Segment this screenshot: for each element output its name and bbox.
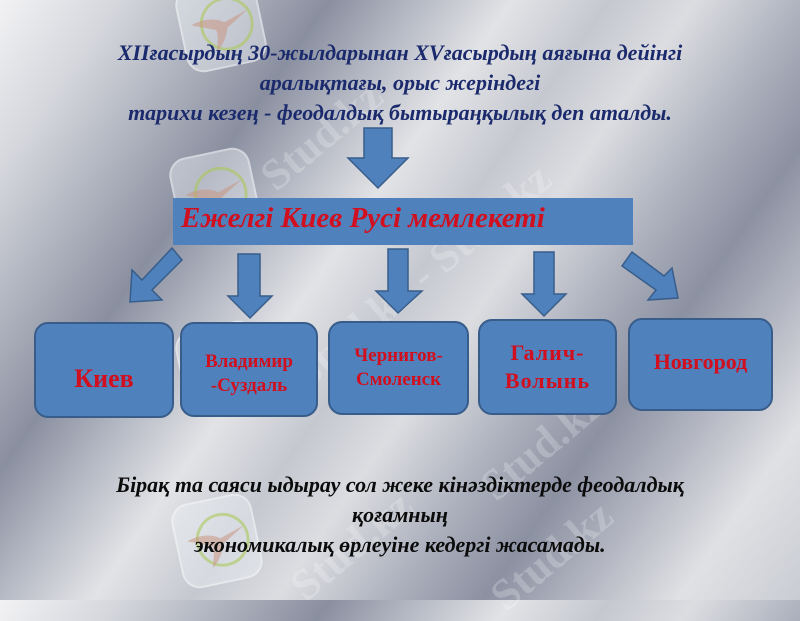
principality-label: Галич- — [510, 340, 585, 365]
slide-heading: XIIғасырдың 30-жылдарынан XVғасырдың аяғ… — [20, 38, 780, 128]
principality-label: Киев — [74, 364, 134, 393]
slide-conclusion: Бірақ та саяси ыдырау сол жеке кінәздікт… — [20, 470, 780, 560]
footer-line: экономикалық өрлеуіне кедергі жасамады. — [194, 532, 606, 557]
principality-label: Чернигов- — [354, 345, 443, 366]
principality-novgorod: Новгород — [628, 318, 773, 411]
principality-label: Волынь — [504, 368, 591, 393]
heading-line: XIIғасырдың 30-жылдарынан XVғасырдың аяғ… — [117, 40, 683, 65]
arrow-down-icon — [520, 251, 568, 321]
heading-line: тарихи кезең - феодалдық бытыраңқылық де… — [128, 100, 672, 125]
principality-label: -Суздаль — [210, 374, 288, 396]
arrow-down-icon — [374, 248, 424, 318]
principality-chernigov-smolensk: Чернигов- Смоленск — [328, 321, 469, 415]
footer-line: қоғамның — [351, 502, 449, 527]
arrow-down-left-icon — [128, 246, 184, 309]
principality-label: Новгород — [653, 348, 748, 374]
heading-line: аралықтағы, орыс жеріндегі — [259, 70, 541, 95]
banner-label: Ежелгі Киев Русі мемлекеті — [181, 202, 545, 234]
kievan-rus-banner: Ежелгі Киев Русі мемлекеті — [173, 198, 633, 245]
principality-vladimir-suzdal: Владимир -Суздаль — [180, 322, 318, 417]
principality-label: Смоленск — [355, 369, 442, 390]
principality-galich-volyn: Галич- Волынь — [478, 319, 617, 415]
arrow-down-icon — [346, 127, 410, 195]
principality-kiev: Киев — [34, 322, 174, 418]
footer-line: Бірақ та саяси ыдырау сол жеке кінәздікт… — [116, 472, 684, 497]
hummingbird-logo-icon — [171, 0, 271, 76]
arrow-down-right-icon — [620, 250, 680, 307]
principality-label: Владимир — [205, 350, 293, 372]
arrow-down-icon — [226, 253, 274, 323]
hummingbird-logo-icon — [167, 490, 267, 592]
